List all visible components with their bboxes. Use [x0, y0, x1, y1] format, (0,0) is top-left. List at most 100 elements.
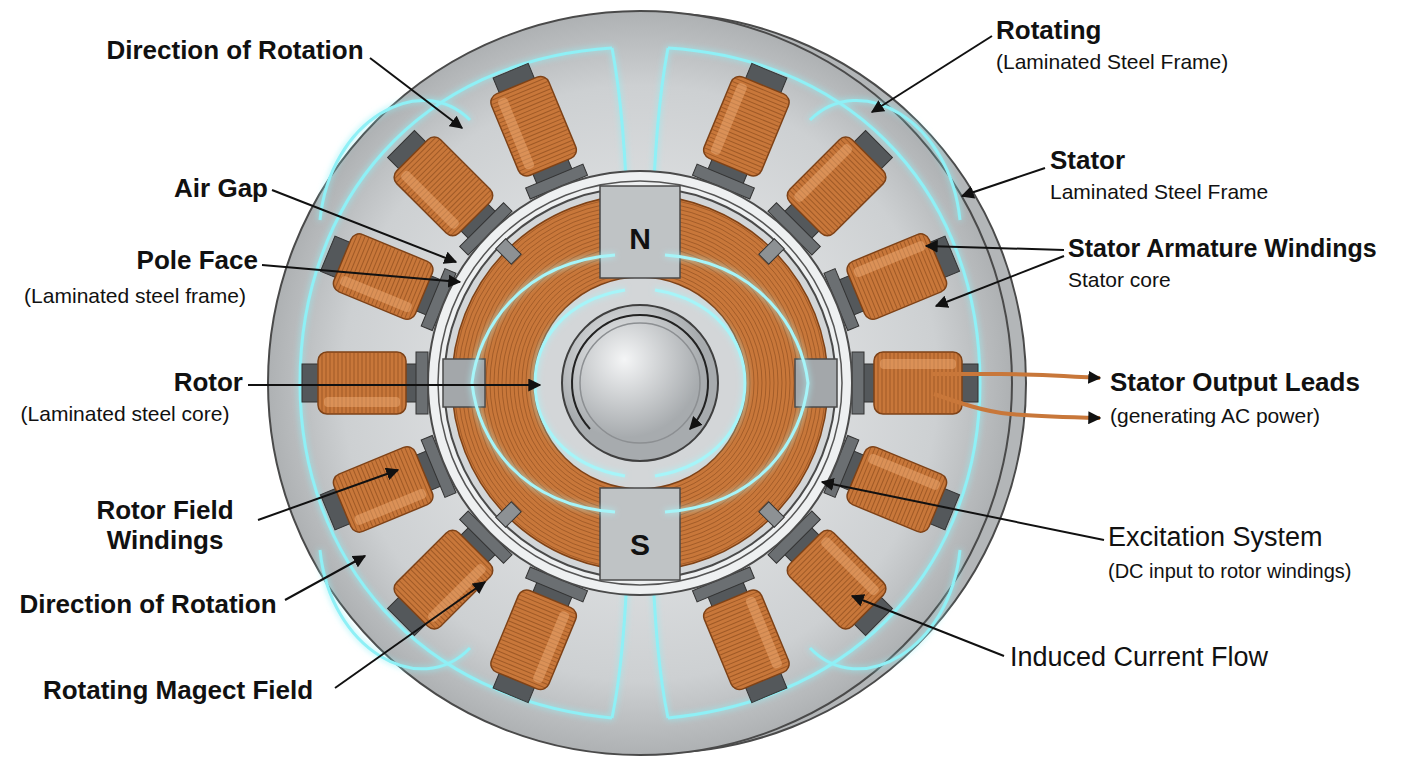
- coil-turn: [922, 234, 945, 289]
- wedge-block: [759, 239, 784, 264]
- shaft-hub: [562, 305, 718, 461]
- winding-turn: [506, 249, 774, 517]
- coil-turn: [787, 193, 829, 235]
- leader-line: [936, 256, 1064, 306]
- part-label: Stator: [1050, 146, 1125, 176]
- stator-slot: [850, 352, 978, 414]
- coil-turn: [394, 587, 436, 629]
- armature-coil: [331, 231, 436, 322]
- coil-turn: [322, 353, 323, 413]
- armature-coil: [488, 587, 579, 692]
- coil-highlight: [497, 96, 535, 170]
- coil-highlight: [853, 240, 927, 278]
- armature-coil: [784, 133, 890, 239]
- stator-slot: [692, 59, 798, 201]
- rotor-wedge: [759, 239, 784, 264]
- part-label: Air Gap: [174, 174, 268, 204]
- coil-turn: [402, 353, 403, 413]
- leader-line: [335, 582, 485, 688]
- leader-line: [852, 596, 1004, 656]
- armature-coil: [701, 587, 792, 692]
- armature-coil: [874, 352, 962, 414]
- coil-turn: [521, 591, 576, 614]
- stator-windings: [302, 59, 978, 707]
- part-label: Rotor: [174, 368, 243, 398]
- coil-turn: [734, 665, 789, 688]
- rotor-core: [444, 187, 836, 579]
- coil-highlight: [710, 82, 748, 156]
- part-label: Stator Output Leads: [1110, 368, 1360, 398]
- part-label: Rotating Magect Field: [43, 676, 313, 706]
- rotation-label: Direction of Rotation: [19, 590, 276, 620]
- winding-turn: [494, 237, 786, 529]
- rotor-wedge: [759, 502, 784, 527]
- notch-block: [795, 359, 837, 407]
- coil-turn: [787, 530, 829, 572]
- leader-line: [872, 36, 992, 112]
- rotor: [443, 186, 837, 580]
- leader-line: [285, 556, 365, 600]
- winding-turn: [502, 245, 778, 521]
- leader-line: [926, 246, 1064, 250]
- stator-bore: [428, 171, 852, 595]
- part-label: Pole Face: [137, 246, 258, 276]
- part-note: Laminated Steel Frame: [1050, 180, 1268, 204]
- coil-highlight: [426, 563, 487, 624]
- winding-turn: [498, 241, 782, 525]
- winding-turn: [510, 253, 770, 513]
- rotor-flux-lines: [472, 255, 808, 512]
- coil-turn: [848, 446, 871, 501]
- rotor-pole: [600, 488, 680, 580]
- pole-label: S: [630, 528, 650, 563]
- stator-slot: [482, 59, 588, 201]
- part-label: Induced Current Flow: [1010, 642, 1268, 673]
- rotor-notch: [795, 359, 837, 407]
- coil-highlight: [880, 359, 956, 369]
- rotor-wedge: [496, 502, 521, 527]
- stator-slot: [482, 565, 588, 707]
- coil-highlight: [339, 275, 413, 313]
- coil-turn: [878, 353, 879, 413]
- rotor-notch: [443, 359, 485, 407]
- coil-turn: [394, 137, 436, 179]
- coil-highlight: [324, 397, 400, 407]
- armature-coil: [701, 74, 792, 179]
- leader-line: [262, 265, 460, 282]
- coil-highlight: [353, 488, 427, 526]
- winding-turn: [518, 261, 762, 505]
- part-label: Rotating: [996, 16, 1101, 46]
- magnetic-flux-lines: [300, 48, 980, 718]
- tooth-shoe: [852, 352, 864, 414]
- winding-turn: [530, 273, 750, 493]
- coil-turn: [703, 152, 758, 175]
- rotor-wedge: [496, 239, 521, 264]
- output-lead: [932, 374, 1100, 378]
- part-label: Excitation System: [1108, 522, 1323, 553]
- winding-turn: [526, 269, 754, 497]
- part-note: (Laminated steel frame): [24, 284, 246, 308]
- coil-highlight: [400, 169, 461, 230]
- stator-slot: [316, 225, 458, 331]
- coil-highlight: [532, 610, 570, 684]
- wedge-block: [759, 502, 784, 527]
- stator-frame: [268, 11, 1012, 755]
- tooth-shoe: [416, 352, 428, 414]
- part-note: (Laminated Steel Frame): [996, 50, 1228, 74]
- leader-line: [370, 58, 462, 128]
- leader-line: [248, 384, 540, 386]
- rotor-pole: [600, 186, 680, 278]
- winding-turn: [514, 257, 766, 509]
- pole-piece: [600, 186, 680, 278]
- stator-slot: [692, 565, 798, 707]
- coil-highlight: [793, 143, 854, 204]
- coil-turn: [450, 530, 492, 572]
- coil-turn: [491, 78, 546, 101]
- armature-coil: [488, 74, 579, 179]
- armature-coil: [390, 133, 496, 239]
- pole-label: N: [629, 222, 651, 257]
- armature-coil: [390, 527, 496, 633]
- leader-line: [962, 168, 1045, 196]
- stator-slot: [822, 435, 964, 541]
